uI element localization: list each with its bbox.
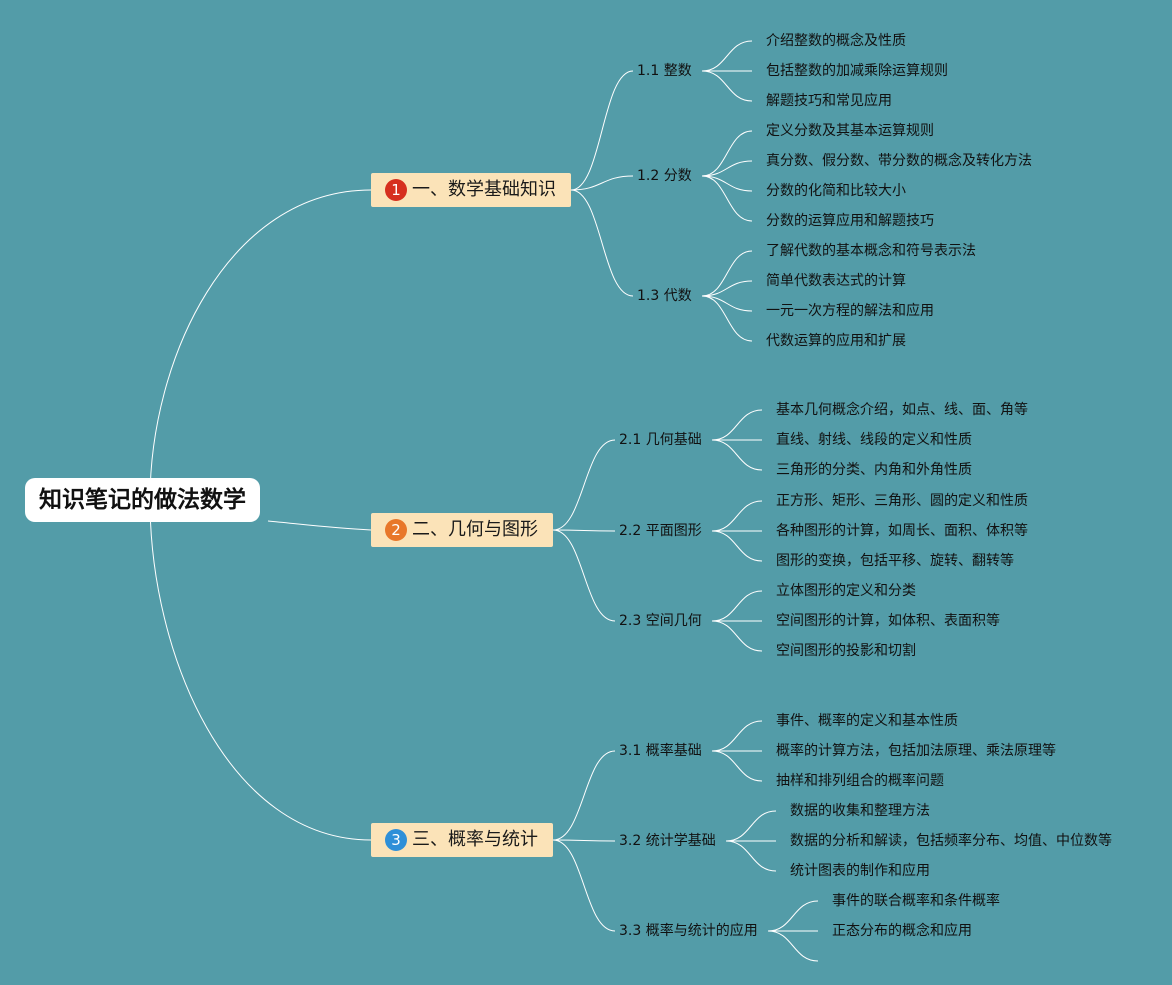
- link-sub-1-1-leaf-1: [701, 40, 753, 72]
- link-branch-3-sub-1: [552, 750, 616, 841]
- leaf-3-1-1[interactable]: 事件、概率的定义和基本性质: [776, 713, 958, 729]
- number-badge-2: 2: [385, 519, 407, 541]
- link-sub-1-3-leaf-1: [701, 250, 753, 297]
- leaf-3-2-2[interactable]: 数据的分析和解读，包括频率分布、均值、中位数等: [790, 833, 1112, 849]
- link-sub-1-3-leaf-2: [701, 280, 753, 297]
- link-sub-1-2-leaf-2: [701, 160, 753, 177]
- subtopic-3-3[interactable]: 3.3 概率与统计的应用: [619, 923, 758, 939]
- link-sub-2-1-leaf-3: [711, 439, 763, 471]
- link-sub-2-3-leaf-3: [711, 620, 763, 652]
- leaf-1-3-4[interactable]: 代数运算的应用和扩展: [766, 333, 906, 349]
- link-branch-1-sub-3: [570, 189, 634, 297]
- leaf-1-3-2[interactable]: 简单代数表达式的计算: [766, 273, 906, 289]
- link-sub-3-2-leaf-1: [725, 810, 777, 842]
- root-label: 知识笔记的做法数学: [39, 487, 246, 513]
- leaf-3-2-1[interactable]: 数据的收集和整理方法: [790, 803, 930, 819]
- leaf-3-3-1[interactable]: 事件的联合概率和条件概率: [832, 893, 1000, 909]
- leaf-2-3-1[interactable]: 立体图形的定义和分类: [776, 583, 916, 599]
- leaf-1-2-3[interactable]: 分数的化简和比较大小: [766, 183, 906, 199]
- link-branch-2-sub-2: [552, 529, 616, 532]
- branch-node-2[interactable]: 2 二、几何与图形: [371, 513, 553, 547]
- link-branch-1-sub-2: [570, 175, 634, 191]
- root-node[interactable]: 知识笔记的做法数学: [25, 478, 260, 522]
- branch-label-3: 三、概率与统计: [412, 829, 538, 850]
- link-root-branch-2: [267, 520, 372, 531]
- subtopic-2-3[interactable]: 2.3 空间几何: [619, 613, 702, 629]
- link-sub-3-1-leaf-1: [711, 720, 763, 752]
- leaf-2-1-3[interactable]: 三角形的分类、内角和外角性质: [776, 462, 972, 478]
- leaf-3-1-2[interactable]: 概率的计算方法，包括加法原理、乘法原理等: [776, 743, 1056, 759]
- link-sub-3-2-leaf-3: [725, 840, 777, 872]
- branch-label-2: 二、几何与图形: [412, 519, 538, 540]
- link-sub-3-3-leaf-1: [767, 900, 819, 932]
- link-branch-2-sub-3: [552, 529, 616, 622]
- link-sub-3-3-leaf-3: [767, 930, 819, 962]
- leaf-2-2-2[interactable]: 各种图形的计算，如周长、面积、体积等: [776, 523, 1028, 539]
- link-sub-2-2-leaf-1: [711, 500, 763, 532]
- branch-node-1[interactable]: 1 一、数学基础知识: [371, 173, 571, 207]
- leaf-1-1-3[interactable]: 解题技巧和常见应用: [766, 93, 892, 109]
- link-branch-2-sub-1: [552, 439, 616, 531]
- subtopic-2-2[interactable]: 2.2 平面图形: [619, 523, 702, 539]
- leaf-1-2-1[interactable]: 定义分数及其基本运算规则: [766, 123, 934, 139]
- link-branch-3-sub-3: [552, 839, 616, 932]
- link-sub-1-3-leaf-3: [701, 295, 753, 312]
- branch-node-3[interactable]: 3 三、概率与统计: [371, 823, 553, 857]
- subtopic-1-3[interactable]: 1.3 代数: [637, 288, 692, 304]
- link-sub-2-2-leaf-3: [711, 530, 763, 562]
- number-badge-1: 1: [385, 179, 407, 201]
- branch-label-1: 一、数学基础知识: [412, 179, 556, 200]
- link-branch-1-sub-1: [570, 70, 634, 191]
- subtopic-1-2[interactable]: 1.2 分数: [637, 168, 692, 184]
- link-sub-1-3-leaf-4: [701, 295, 753, 342]
- link-root-branch-1: [149, 189, 372, 501]
- leaf-1-1-2[interactable]: 包括整数的加减乘除运算规则: [766, 63, 948, 79]
- link-sub-1-2-leaf-1: [701, 130, 753, 177]
- link-branch-3-sub-2: [552, 839, 616, 842]
- leaf-1-3-3[interactable]: 一元一次方程的解法和应用: [766, 303, 934, 319]
- subtopic-3-1[interactable]: 3.1 概率基础: [619, 743, 702, 759]
- link-root-branch-3: [149, 499, 372, 841]
- subtopic-1-1[interactable]: 1.1 整数: [637, 63, 692, 79]
- link-sub-2-3-leaf-1: [711, 590, 763, 622]
- subtopic-2-1[interactable]: 2.1 几何基础: [619, 432, 702, 448]
- leaf-1-3-1[interactable]: 了解代数的基本概念和符号表示法: [766, 243, 976, 259]
- leaf-2-1-2[interactable]: 直线、射线、线段的定义和性质: [776, 432, 972, 448]
- subtopic-3-2[interactable]: 3.2 统计学基础: [619, 833, 716, 849]
- leaf-2-3-2[interactable]: 空间图形的计算，如体积、表面积等: [776, 613, 1000, 629]
- leaf-2-3-3[interactable]: 空间图形的投影和切割: [776, 643, 916, 659]
- link-sub-1-1-leaf-3: [701, 70, 753, 102]
- leaf-3-2-3[interactable]: 统计图表的制作和应用: [790, 863, 930, 879]
- leaf-2-1-1[interactable]: 基本几何概念介绍，如点、线、面、角等: [776, 402, 1028, 418]
- leaf-2-2-1[interactable]: 正方形、矩形、三角形、圆的定义和性质: [776, 493, 1028, 509]
- leaf-1-2-2[interactable]: 真分数、假分数、带分数的概念及转化方法: [766, 153, 1032, 169]
- number-badge-3: 3: [385, 829, 407, 851]
- leaf-3-1-3[interactable]: 抽样和排列组合的概率问题: [776, 773, 944, 789]
- leaf-2-2-3[interactable]: 图形的变换，包括平移、旋转、翻转等: [776, 553, 1014, 569]
- link-sub-1-2-leaf-3: [701, 175, 753, 192]
- link-sub-1-2-leaf-4: [701, 175, 753, 222]
- link-sub-2-1-leaf-1: [711, 409, 763, 441]
- leaf-1-1-1[interactable]: 介绍整数的概念及性质: [766, 33, 906, 49]
- leaf-3-3-2[interactable]: 正态分布的概念和应用: [832, 923, 972, 939]
- link-sub-3-1-leaf-3: [711, 750, 763, 782]
- leaf-1-2-4[interactable]: 分数的运算应用和解题技巧: [766, 213, 934, 229]
